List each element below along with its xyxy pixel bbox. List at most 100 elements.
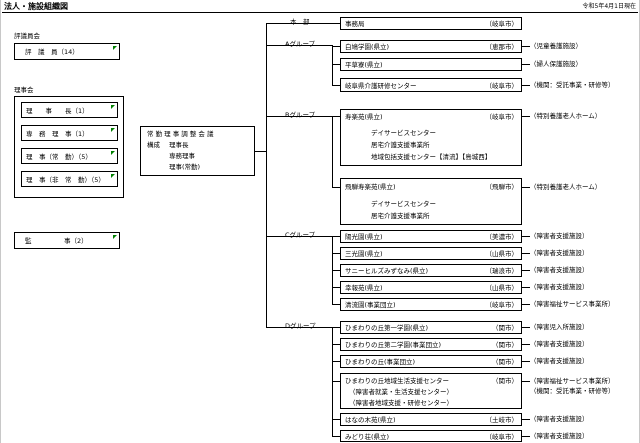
connector — [332, 361, 340, 362]
facility-name: ひまわりの丘地域生活支援センター — [345, 377, 449, 385]
sub-service: 居宅介護支援事業所 — [371, 141, 430, 149]
group-label-honbu: 本 部 — [290, 18, 310, 26]
facility-box: ひまわりの丘第二学園(事業団立) （関市） — [340, 338, 522, 351]
facility-location: （美濃市） — [485, 233, 519, 241]
facility-note: （特別養護老人ホーム） — [530, 183, 602, 191]
page-title: 法人・施設組織図 — [4, 2, 68, 11]
facility-location: （関市） — [492, 341, 518, 349]
committee-title: 常 勤 理 事 調 整 会 議 — [147, 130, 214, 138]
facility-box: 白鳩学園(県立) （恵那市） — [340, 40, 522, 53]
facility-location: （岐阜市） — [485, 301, 519, 309]
connector — [332, 187, 340, 188]
facility-box: 幸報苑(県立) （山県市） — [340, 281, 522, 294]
sub-service: デイサービスセンター — [371, 129, 436, 137]
facility-note: （障害者支援施設） — [530, 232, 589, 240]
facility-note: （機関：受託事業・研修等） — [530, 81, 615, 89]
connector — [332, 419, 340, 420]
facility-location: （関市） — [492, 324, 518, 332]
auditor-label: 監 事（2） — [25, 237, 88, 245]
board-header: 理事会 — [14, 86, 34, 94]
group-spine-b — [332, 116, 333, 187]
facility-name: ひまわりの丘(事業団立) — [345, 358, 416, 366]
sub-service: デイサービスセンター — [371, 200, 436, 208]
facility-name: 事務局 — [345, 20, 365, 28]
facility-name: 三光園(県立) — [345, 250, 383, 258]
facility-box: はなの木苑(県立) （土岐市） — [340, 413, 522, 426]
facility-name: 平草寮(県立) — [345, 61, 383, 69]
board-item: 専 務 理 事（1） — [21, 125, 118, 141]
facility-box: 清流園(事業団立) （岐阜市） — [340, 298, 522, 311]
facility-note: （障害者支援施設） — [530, 266, 589, 274]
facility-box: 岐阜県介護研修センター （岐阜市） — [340, 78, 522, 92]
connector — [522, 85, 530, 86]
facility-box: 寿楽苑(県立) （岐阜市） デイサービスセンター 居宅介護支援事業所 地域包括支… — [340, 109, 522, 166]
connector — [522, 187, 530, 188]
committee-connector — [255, 151, 267, 152]
sub-service: （障害者地域支援・研修センター） — [349, 399, 453, 407]
board-item-label: 理 事（非 常 勤）（5） — [26, 176, 105, 184]
facility-name: ひまわりの丘第一学園(県立) — [345, 324, 429, 332]
connector — [332, 270, 340, 271]
connector — [522, 253, 530, 254]
corner-marker — [111, 174, 115, 178]
facility-box: サニーヒルズみずなみ(県立) （瑞浪市） — [340, 264, 522, 277]
connector — [522, 46, 530, 47]
corner-marker — [111, 151, 115, 155]
sub-service: 居宅介護支援事業所 — [371, 212, 430, 220]
corner-marker — [111, 105, 115, 109]
facility-box: ひまわりの丘第一学園(県立) （関市） — [340, 321, 522, 334]
connector — [332, 85, 340, 86]
facility-box: ひまわりの丘(事業団立) （関市） — [340, 355, 522, 368]
committee-composition-label: 構成 — [147, 141, 160, 149]
facility-note: （障害者支援施設） — [530, 283, 589, 291]
facility-note: （障害者支援施設） — [530, 340, 589, 348]
facility-note: （障害者支援施設） — [530, 415, 589, 423]
facility-name: 岐阜県介護研修センター — [345, 82, 417, 90]
facility-name: 清流園(事業団立) — [345, 301, 396, 309]
facility-note: （婦人保護施設） — [530, 60, 582, 68]
board-item-label: 専 務 理 事（1） — [26, 130, 89, 138]
group-spine-d — [332, 327, 333, 437]
connector — [522, 64, 530, 65]
facility-note-secondary: （機関：受託事業・研修等） — [530, 387, 615, 395]
committee-member: 専務理事 — [169, 152, 195, 160]
committee-member: 理事(常勤) — [169, 163, 201, 171]
facility-location: （瑞浪市） — [485, 267, 519, 275]
connector — [332, 381, 340, 382]
connector — [522, 304, 530, 305]
connector — [332, 116, 340, 117]
connector — [332, 436, 340, 437]
main-spine — [266, 23, 267, 328]
facility-location: （山県市） — [485, 284, 519, 292]
sub-service: （障害者就業・生活支援センター） — [349, 388, 453, 396]
facility-name: ひまわりの丘第二学園(事業団立) — [345, 341, 442, 349]
facility-location: （関市） — [492, 358, 518, 366]
facility-name: 陽光園(県立) — [345, 233, 383, 241]
connector — [522, 287, 530, 288]
facility-note: （障害者支援施設） — [530, 357, 589, 365]
committee-member: 理事長 — [169, 141, 189, 149]
facility-box: 飛騨寿楽苑(県立) （飛騨市） デイサービスセンター 居宅介護支援事業所 — [340, 178, 522, 225]
facility-note: （障害福祉サービス事業所） — [530, 300, 615, 308]
connector — [332, 287, 340, 288]
facility-box: 事務局 （岐阜市） — [340, 17, 522, 30]
board-item: 理 事（常 勤）（5） — [21, 148, 118, 164]
facility-location: （岐阜市） — [485, 82, 519, 90]
connector — [522, 381, 530, 382]
facility-note: （特別養護老人ホーム） — [530, 112, 602, 120]
date-label: 令和5年4月1日現在 — [582, 3, 636, 10]
connector — [332, 236, 340, 237]
facility-location: （岐阜市） — [485, 113, 519, 121]
auditor-box: 監 事（2） — [14, 232, 120, 249]
connector — [332, 344, 340, 345]
title-rule — [2, 12, 638, 13]
corner-marker — [113, 46, 117, 50]
group-spine-a — [332, 45, 333, 85]
group-label-c: Cグループ — [285, 231, 316, 239]
facility-location: （土岐市） — [485, 416, 519, 424]
connector — [332, 304, 340, 305]
facility-name: みどり荘(県立) — [345, 433, 390, 441]
group-label-d: Dグループ — [285, 322, 316, 330]
facility-location: （恵那市） — [485, 43, 519, 51]
facility-name: はなの木苑(県立) — [345, 416, 396, 424]
